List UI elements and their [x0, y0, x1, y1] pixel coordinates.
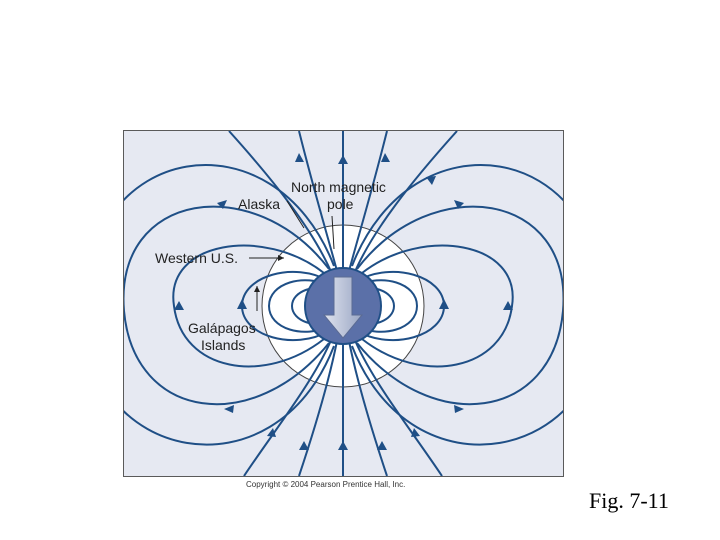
field-line: [361, 244, 514, 368]
label-western-us: Western U.S.: [155, 250, 238, 266]
label-north-pole-2: pole: [327, 196, 354, 212]
field-arrow: [338, 441, 348, 450]
field-line: [356, 205, 563, 406]
field-line: [351, 345, 563, 446]
label-galapagos-1: Galápagos: [188, 320, 256, 336]
field-line: [348, 340, 388, 476]
field-arrow: [454, 200, 464, 209]
field-arrow: [411, 428, 420, 437]
field-arrow: [299, 441, 309, 450]
field-arrow: [439, 299, 449, 309]
field-arrow: [503, 301, 513, 310]
field-line: [124, 205, 330, 406]
field-line: [351, 164, 563, 267]
field-line: [355, 279, 419, 333]
field-arrow: [381, 153, 390, 162]
field-arrow: [224, 405, 234, 413]
field-line: [172, 244, 325, 368]
label-alaska: Alaska: [238, 196, 280, 212]
pointer-alaska: [286, 200, 305, 229]
label-north-pole-1: North magnetic: [291, 179, 386, 195]
field-line: [353, 131, 458, 275]
field-arrow: [338, 155, 348, 164]
field-arrow: [377, 441, 387, 450]
field-line: [298, 340, 338, 476]
field-lines-svg: North magnetic pole Alaska Western U.S. …: [124, 131, 563, 476]
field-line: [228, 131, 333, 275]
magnetic-field-diagram: North magnetic pole Alaska Western U.S. …: [123, 130, 564, 477]
field-arrow: [295, 153, 304, 162]
field-line: [243, 337, 333, 476]
label-galapagos-2: Islands: [201, 337, 245, 353]
field-line: [267, 279, 331, 333]
field-arrow: [217, 200, 227, 209]
field-arrow: [454, 405, 464, 413]
field-arrow: [267, 428, 276, 437]
copyright-notice: Copyright © 2004 Pearson Prentice Hall, …: [246, 480, 406, 489]
field-line: [124, 164, 335, 267]
field-line: [348, 131, 388, 272]
field-line: [298, 131, 338, 272]
field-arrow: [237, 299, 247, 309]
pointer-north-pole: [331, 215, 335, 250]
field-arrow: [174, 301, 184, 310]
field-arrow: [426, 176, 436, 185]
field-line: [124, 345, 335, 446]
down-arrow-icon: [322, 276, 364, 339]
field-line: [353, 337, 443, 476]
figure-caption: Fig. 7-11: [589, 488, 669, 513]
